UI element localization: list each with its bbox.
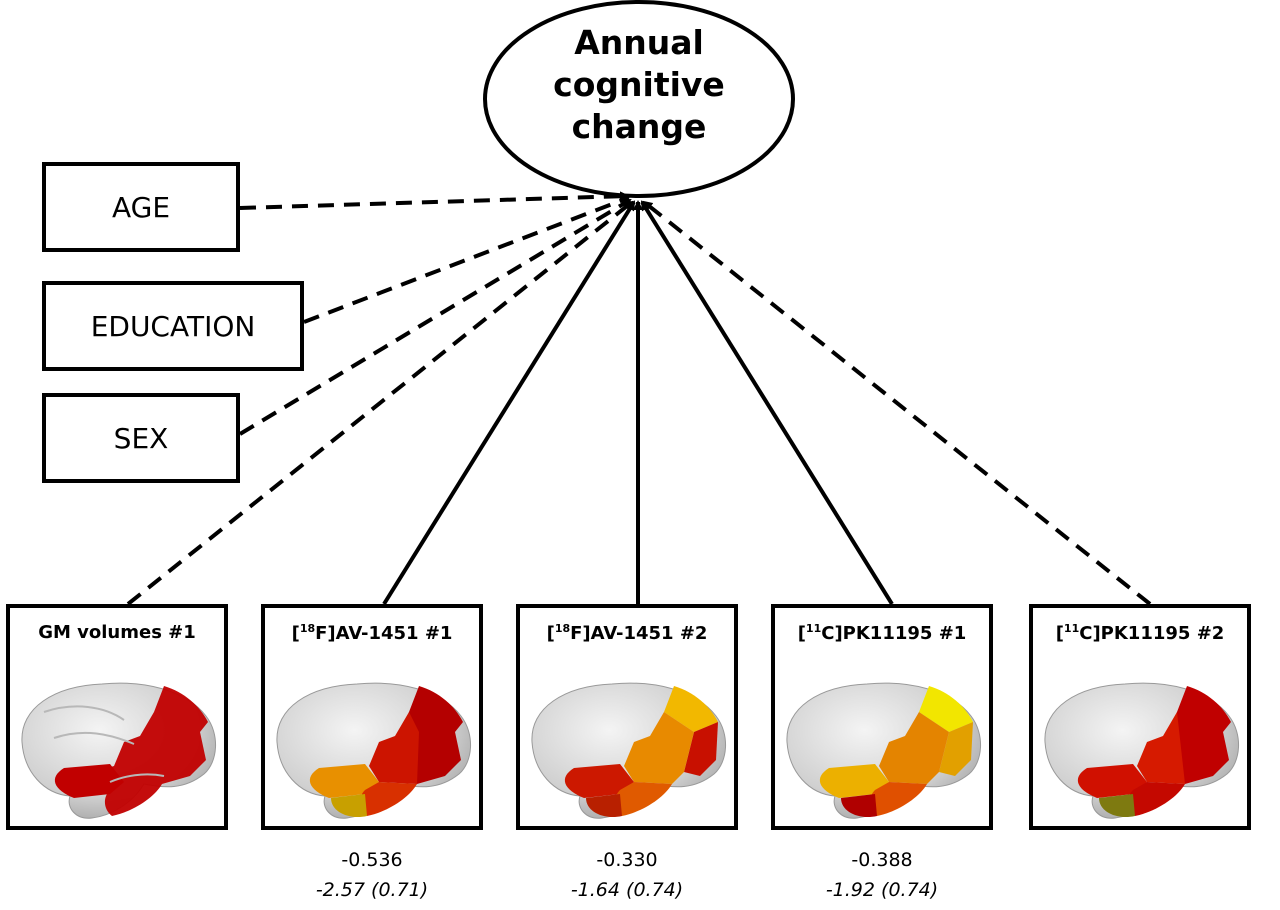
brain-icon (1044, 682, 1240, 819)
path-pk2 (642, 200, 1152, 606)
coef-av2: -0.330 -1.64 (0.74) (516, 845, 738, 905)
estimate-value: -1.64 (0.74) (570, 879, 684, 901)
path-gm1 (126, 200, 634, 606)
coef-value: -0.388 (851, 849, 913, 871)
outcome-oval (483, 0, 795, 198)
covariate-age: AGE (42, 162, 240, 252)
panel-av2-title: [18F]AV-1451 #2 (546, 622, 708, 644)
coef-value: -0.536 (341, 849, 403, 871)
covariate-education: EDUCATION (42, 281, 304, 371)
panel-pk1: [11C]PK11195 #1 (771, 604, 993, 830)
covariate-sex: SEX (42, 393, 240, 483)
covariate-education-label: EDUCATION (90, 309, 256, 343)
panel-pk2-title: [11C]PK11195 #2 (1055, 622, 1225, 644)
outcome-line-1: Annual (574, 23, 704, 62)
panel-gm1: GM volumes #1 (6, 604, 228, 830)
path-sex (238, 198, 632, 436)
covariate-sex-label: SEX (113, 421, 169, 455)
path-education (303, 196, 630, 324)
panel-av1: [18F]AV-1451 #1 (261, 604, 483, 830)
panel-gm1-title: GM volumes #1 (38, 622, 196, 643)
outcome-label: Annual cognitive change (483, 22, 795, 148)
panel-av2: [18F]AV-1451 #2 (516, 604, 738, 830)
panel-pk2: [11C]PK11195 #2 (1029, 604, 1251, 830)
estimate-value: -2.57 (0.71) (315, 879, 429, 901)
panel-pk1-title: [11C]PK11195 #1 (797, 622, 967, 644)
brain-icon (276, 682, 472, 819)
outcome-line-2: cognitive (553, 65, 725, 104)
coef-av1: -0.536 -2.57 (0.71) (261, 845, 483, 905)
path-av1 (382, 200, 636, 606)
estimate-value: -1.92 (0.74) (825, 879, 939, 901)
brain-icon (531, 682, 727, 819)
covariate-age-label: AGE (111, 190, 171, 224)
path-pk1 (640, 200, 894, 606)
outcome-line-3: change (571, 107, 707, 146)
path-age (239, 191, 630, 210)
panel-av1-title: [18F]AV-1451 #1 (291, 622, 453, 644)
brain-icon (786, 682, 982, 819)
brain-icon (21, 682, 217, 819)
coef-pk1: -0.388 -1.92 (0.74) (771, 845, 993, 905)
coef-value: -0.330 (596, 849, 658, 871)
